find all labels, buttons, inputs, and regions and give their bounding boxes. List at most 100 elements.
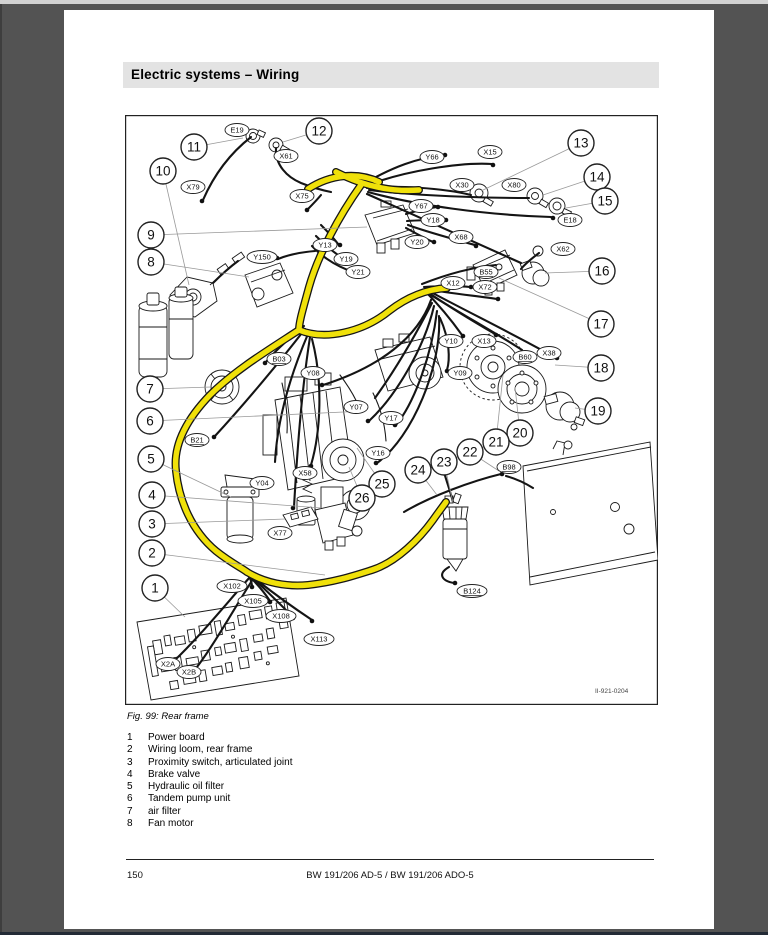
callout-24: 24 bbox=[404, 456, 432, 484]
part-label-X61: X61 bbox=[273, 149, 299, 163]
part-label-X68: X68 bbox=[448, 230, 474, 244]
legend-item-number: 2 bbox=[127, 744, 133, 756]
part-label-X80: X80 bbox=[501, 178, 527, 192]
part-label-B60: B60 bbox=[512, 350, 538, 364]
svg-text:X80: X80 bbox=[507, 181, 520, 190]
part-label-X2A: X2A bbox=[155, 657, 181, 671]
svg-text:23: 23 bbox=[436, 455, 451, 470]
legend-item-number: 8 bbox=[127, 818, 133, 830]
svg-text:10: 10 bbox=[155, 164, 170, 179]
callout-21: 21 bbox=[482, 428, 510, 456]
part-label-X38: X38 bbox=[536, 346, 562, 360]
svg-text:Y16: Y16 bbox=[371, 449, 384, 458]
viewer-left-edge bbox=[0, 4, 2, 932]
part-label-B03: B03 bbox=[266, 352, 292, 366]
svg-text:Y67: Y67 bbox=[414, 202, 427, 211]
svg-text:18: 18 bbox=[593, 361, 608, 376]
part-label-B124: B124 bbox=[456, 584, 488, 598]
svg-text:X2B: X2B bbox=[182, 668, 196, 677]
svg-text:25: 25 bbox=[374, 477, 389, 492]
part-label-X12: X12 bbox=[440, 276, 466, 290]
svg-text:X30: X30 bbox=[455, 181, 468, 190]
svg-text:X13: X13 bbox=[477, 337, 490, 346]
callout-11: 11 bbox=[180, 133, 208, 161]
page-footer: 150 BW 191/206 AD-5 / BW 191/206 ADO-5 bbox=[126, 870, 654, 881]
svg-text:21: 21 bbox=[488, 435, 503, 450]
part-label-B21: B21 bbox=[184, 433, 210, 447]
svg-text:X62: X62 bbox=[556, 245, 569, 254]
svg-text:X2A: X2A bbox=[161, 660, 175, 669]
callout-1: 1 bbox=[141, 574, 169, 602]
svg-text:Y21: Y21 bbox=[351, 268, 364, 277]
part-label-E18: E18 bbox=[557, 213, 583, 227]
callout-5: 5 bbox=[137, 445, 165, 473]
svg-text:X15: X15 bbox=[483, 148, 496, 157]
callout-26: 26 bbox=[348, 484, 376, 512]
legend-item-label: Hydraulic oil filter bbox=[148, 781, 225, 793]
svg-text:26: 26 bbox=[354, 491, 369, 506]
leader-line-4 bbox=[151, 494, 322, 509]
callout-2: 2 bbox=[138, 539, 166, 567]
leader-line-3 bbox=[151, 518, 286, 525]
svg-text:15: 15 bbox=[597, 194, 612, 209]
legend-item-label: Power board bbox=[148, 732, 205, 743]
svg-text:24: 24 bbox=[410, 463, 426, 478]
svg-text:X108: X108 bbox=[272, 612, 290, 621]
legend-item-label: Proximity switch, articulated joint bbox=[148, 756, 293, 768]
svg-text:12: 12 bbox=[311, 124, 326, 139]
callout-6: 6 bbox=[136, 407, 164, 435]
part-label-X75: X75 bbox=[289, 189, 315, 203]
leader-line-13 bbox=[480, 142, 582, 192]
svg-text:16: 16 bbox=[594, 264, 609, 279]
part-label-Y67: Y67 bbox=[408, 199, 434, 213]
svg-text:Y04: Y04 bbox=[255, 479, 268, 488]
part-label-Y19: Y19 bbox=[333, 252, 359, 266]
legend-item-number: 4 bbox=[127, 768, 133, 780]
leader-line-9 bbox=[150, 226, 368, 236]
svg-text:X102: X102 bbox=[223, 582, 241, 591]
svg-text:4: 4 bbox=[148, 488, 156, 503]
part-label-X105: X105 bbox=[237, 594, 269, 608]
callout-22: 22 bbox=[456, 438, 484, 466]
svg-text:X79: X79 bbox=[186, 183, 199, 192]
svg-text:X113: X113 bbox=[311, 635, 328, 644]
svg-text:B03: B03 bbox=[272, 355, 285, 364]
part-label-E19: E19 bbox=[224, 123, 250, 137]
legend-item-number: 1 bbox=[127, 732, 133, 743]
part-label-Y09: Y09 bbox=[447, 366, 473, 380]
svg-text:Y20: Y20 bbox=[410, 238, 423, 247]
svg-text:8: 8 bbox=[147, 255, 155, 270]
wiring-loom-highlight bbox=[171, 168, 451, 590]
svg-text:X58: X58 bbox=[298, 469, 311, 478]
svg-text:E18: E18 bbox=[563, 216, 576, 225]
callout-18: 18 bbox=[587, 354, 615, 382]
svg-text:X61: X61 bbox=[279, 152, 292, 161]
callout-4: 4 bbox=[138, 481, 166, 509]
legend-item-label: Fan motor bbox=[148, 818, 194, 830]
leader-line-10 bbox=[162, 170, 190, 286]
svg-text:9: 9 bbox=[147, 228, 155, 243]
part-label-Y07: Y07 bbox=[343, 400, 369, 414]
part-label-X113: X113 bbox=[303, 632, 335, 646]
part-label-X13: X13 bbox=[471, 334, 497, 348]
part-label-X2B: X2B bbox=[176, 665, 202, 679]
callout-15: 15 bbox=[591, 187, 619, 215]
svg-text:X72: X72 bbox=[478, 283, 491, 292]
svg-text:X12: X12 bbox=[446, 279, 459, 288]
callout-25: 25 bbox=[368, 470, 396, 498]
callout-16: 16 bbox=[588, 257, 616, 285]
svg-text:2: 2 bbox=[148, 546, 156, 561]
svg-text:B124: B124 bbox=[463, 587, 481, 596]
leader-line-17 bbox=[498, 277, 602, 325]
svg-text:Y08: Y08 bbox=[306, 369, 319, 378]
leader-line-8 bbox=[150, 261, 250, 278]
part-label-X79: X79 bbox=[180, 180, 206, 194]
part-label-Y13: Y13 bbox=[312, 238, 338, 252]
part-label-Y17: Y17 bbox=[378, 411, 404, 425]
part-label-Y21: Y21 bbox=[345, 265, 371, 279]
svg-text:X105: X105 bbox=[244, 597, 262, 606]
part-label-X72: X72 bbox=[472, 280, 498, 294]
